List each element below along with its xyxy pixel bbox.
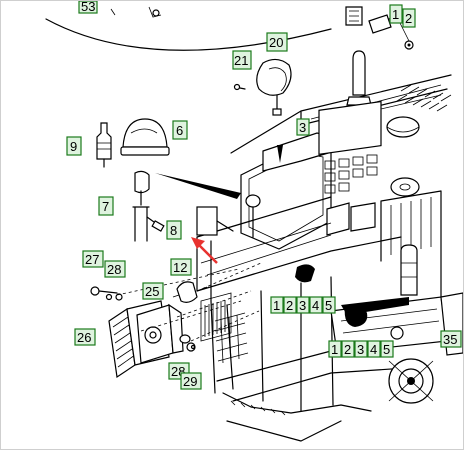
callout-4-bottom: 4	[367, 340, 381, 358]
callout-3-bottom: 3	[354, 340, 368, 358]
callout-5-mid: 5	[322, 296, 336, 314]
callout-2-bottom: 2	[341, 340, 355, 358]
bolt-27	[90, 286, 118, 301]
leader-blob	[344, 304, 368, 327]
svg-text:1: 1	[331, 342, 338, 357]
bolt-21	[233, 83, 246, 91]
callout-1-top: 1	[389, 4, 403, 24]
svg-text:9: 9	[70, 139, 77, 154]
machine-body	[196, 50, 463, 442]
callout-20: 20	[266, 32, 288, 52]
svg-text:35: 35	[443, 332, 457, 347]
grating	[200, 292, 232, 342]
svg-text:20: 20	[269, 35, 283, 50]
leader-mid	[295, 264, 315, 283]
svg-text:7: 7	[102, 199, 109, 214]
callout-1-bottom: 1	[328, 340, 342, 358]
callout-29: 29	[180, 372, 202, 390]
svg-text:53: 53	[81, 1, 95, 14]
callout-4-mid: 4	[309, 296, 323, 314]
svg-text:1: 1	[273, 298, 280, 313]
callout-12: 12	[170, 258, 192, 276]
beacon-6	[120, 118, 170, 156]
svg-text:4: 4	[370, 342, 377, 357]
callout-35: 35	[440, 330, 462, 348]
svg-text:3: 3	[299, 298, 306, 313]
svg-text:3: 3	[357, 342, 364, 357]
svg-text:5: 5	[383, 342, 390, 357]
callout-9: 9	[66, 136, 82, 156]
callout-5-bottom: 5	[380, 340, 394, 358]
switch-12	[172, 281, 208, 303]
svg-text:21: 21	[234, 53, 248, 68]
svg-text:25: 25	[145, 284, 159, 299]
callout-27: 27	[82, 250, 104, 268]
callout-3-a: 3	[296, 118, 310, 136]
red-arrow	[191, 237, 218, 264]
svg-text:2: 2	[344, 342, 351, 357]
callout-3-mid: 3	[296, 296, 310, 314]
boundary-arc	[45, 18, 332, 51]
callout-2-top: 2	[402, 8, 416, 28]
svg-text:5: 5	[325, 298, 332, 313]
callout-6: 6	[172, 120, 188, 140]
lamp-9	[96, 122, 112, 168]
svg-text:29: 29	[183, 374, 197, 389]
box-25	[136, 303, 184, 364]
svg-text:12: 12	[173, 260, 187, 275]
svg-text:26: 26	[77, 330, 91, 345]
svg-text:3: 3	[299, 120, 306, 135]
horn-20	[256, 58, 292, 116]
svg-text:6: 6	[176, 123, 183, 138]
callout-8: 8	[166, 220, 182, 240]
callout-28-a: 28	[104, 260, 126, 278]
svg-text:4: 4	[312, 298, 319, 313]
svg-text:8: 8	[170, 223, 177, 238]
step-ladder	[214, 312, 249, 364]
part-53-bolt	[152, 9, 160, 17]
callout-25: 25	[142, 282, 164, 300]
svg-text:27: 27	[85, 252, 99, 267]
callout-21: 21	[232, 50, 252, 70]
callout-1-mid: 1	[270, 296, 284, 314]
svg-text:2: 2	[286, 298, 293, 313]
mirror-8	[196, 206, 218, 236]
bracket-7	[132, 170, 165, 242]
svg-text:1: 1	[392, 7, 399, 22]
callout-2-mid: 2	[283, 296, 297, 314]
explode-lines	[116, 262, 262, 342]
svg-text:2: 2	[405, 11, 412, 26]
washer-29	[115, 293, 196, 352]
callout-7: 7	[98, 196, 114, 216]
callout-53: 53	[78, 1, 98, 14]
callout-26: 26	[74, 328, 96, 346]
svg-text:28: 28	[107, 262, 121, 277]
leader-wedge	[155, 173, 241, 199]
